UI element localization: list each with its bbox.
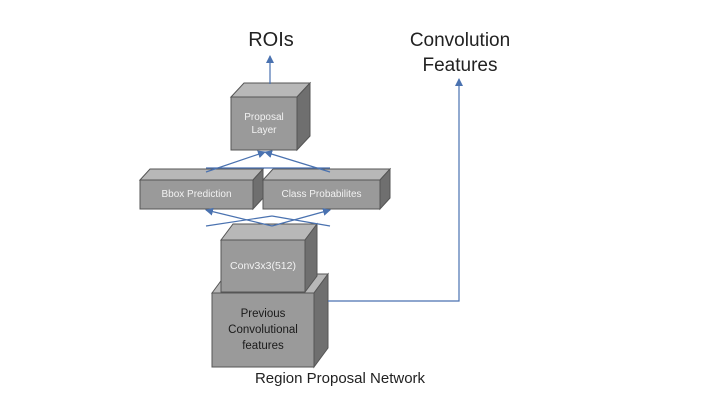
connector-cross-right (271, 215, 331, 227)
previous-features-line-1: Previous (240, 307, 286, 320)
arrow-bbox-to-proposal (205, 150, 266, 173)
arrow-conv-to-bbox (205, 207, 273, 227)
rois-label: ROIs (248, 29, 294, 51)
previous-features-text: Previous Convolutional features (212, 300, 314, 360)
previous-features-line-2: Convolutional (228, 323, 298, 336)
arrow-features-to-output (328, 78, 463, 302)
arrow-conv-to-class (271, 208, 331, 227)
convolution-features-line-1: Convolution (409, 30, 511, 51)
diagram-caption: Region Proposal Network (254, 370, 426, 387)
convolution-features-line-2: Features (422, 55, 498, 76)
convolution-features-label: Convolution Features (390, 28, 530, 78)
bbox-prediction-text: Bbox Prediction (161, 188, 232, 200)
proposal-layer-line-2: Layer (251, 125, 277, 136)
proposal-layer-block (229, 81, 312, 152)
connector-lines (205, 55, 463, 302)
class-probabilities-text: Class Probabilites (281, 188, 362, 200)
arrow-class-to-proposal (264, 150, 331, 173)
proposal-layer-line-1: Proposal (244, 111, 284, 123)
conv3x3-text: Conv3x3(512) (230, 259, 296, 272)
proposal-layer-text: Proposal Layer (231, 103, 297, 145)
connector-cross-left (205, 215, 273, 227)
class-probabilities-block (261, 167, 392, 211)
previous-features-line-3: features (242, 340, 284, 353)
bbox-prediction-block (138, 167, 265, 211)
conv3x3-block (220, 222, 318, 294)
